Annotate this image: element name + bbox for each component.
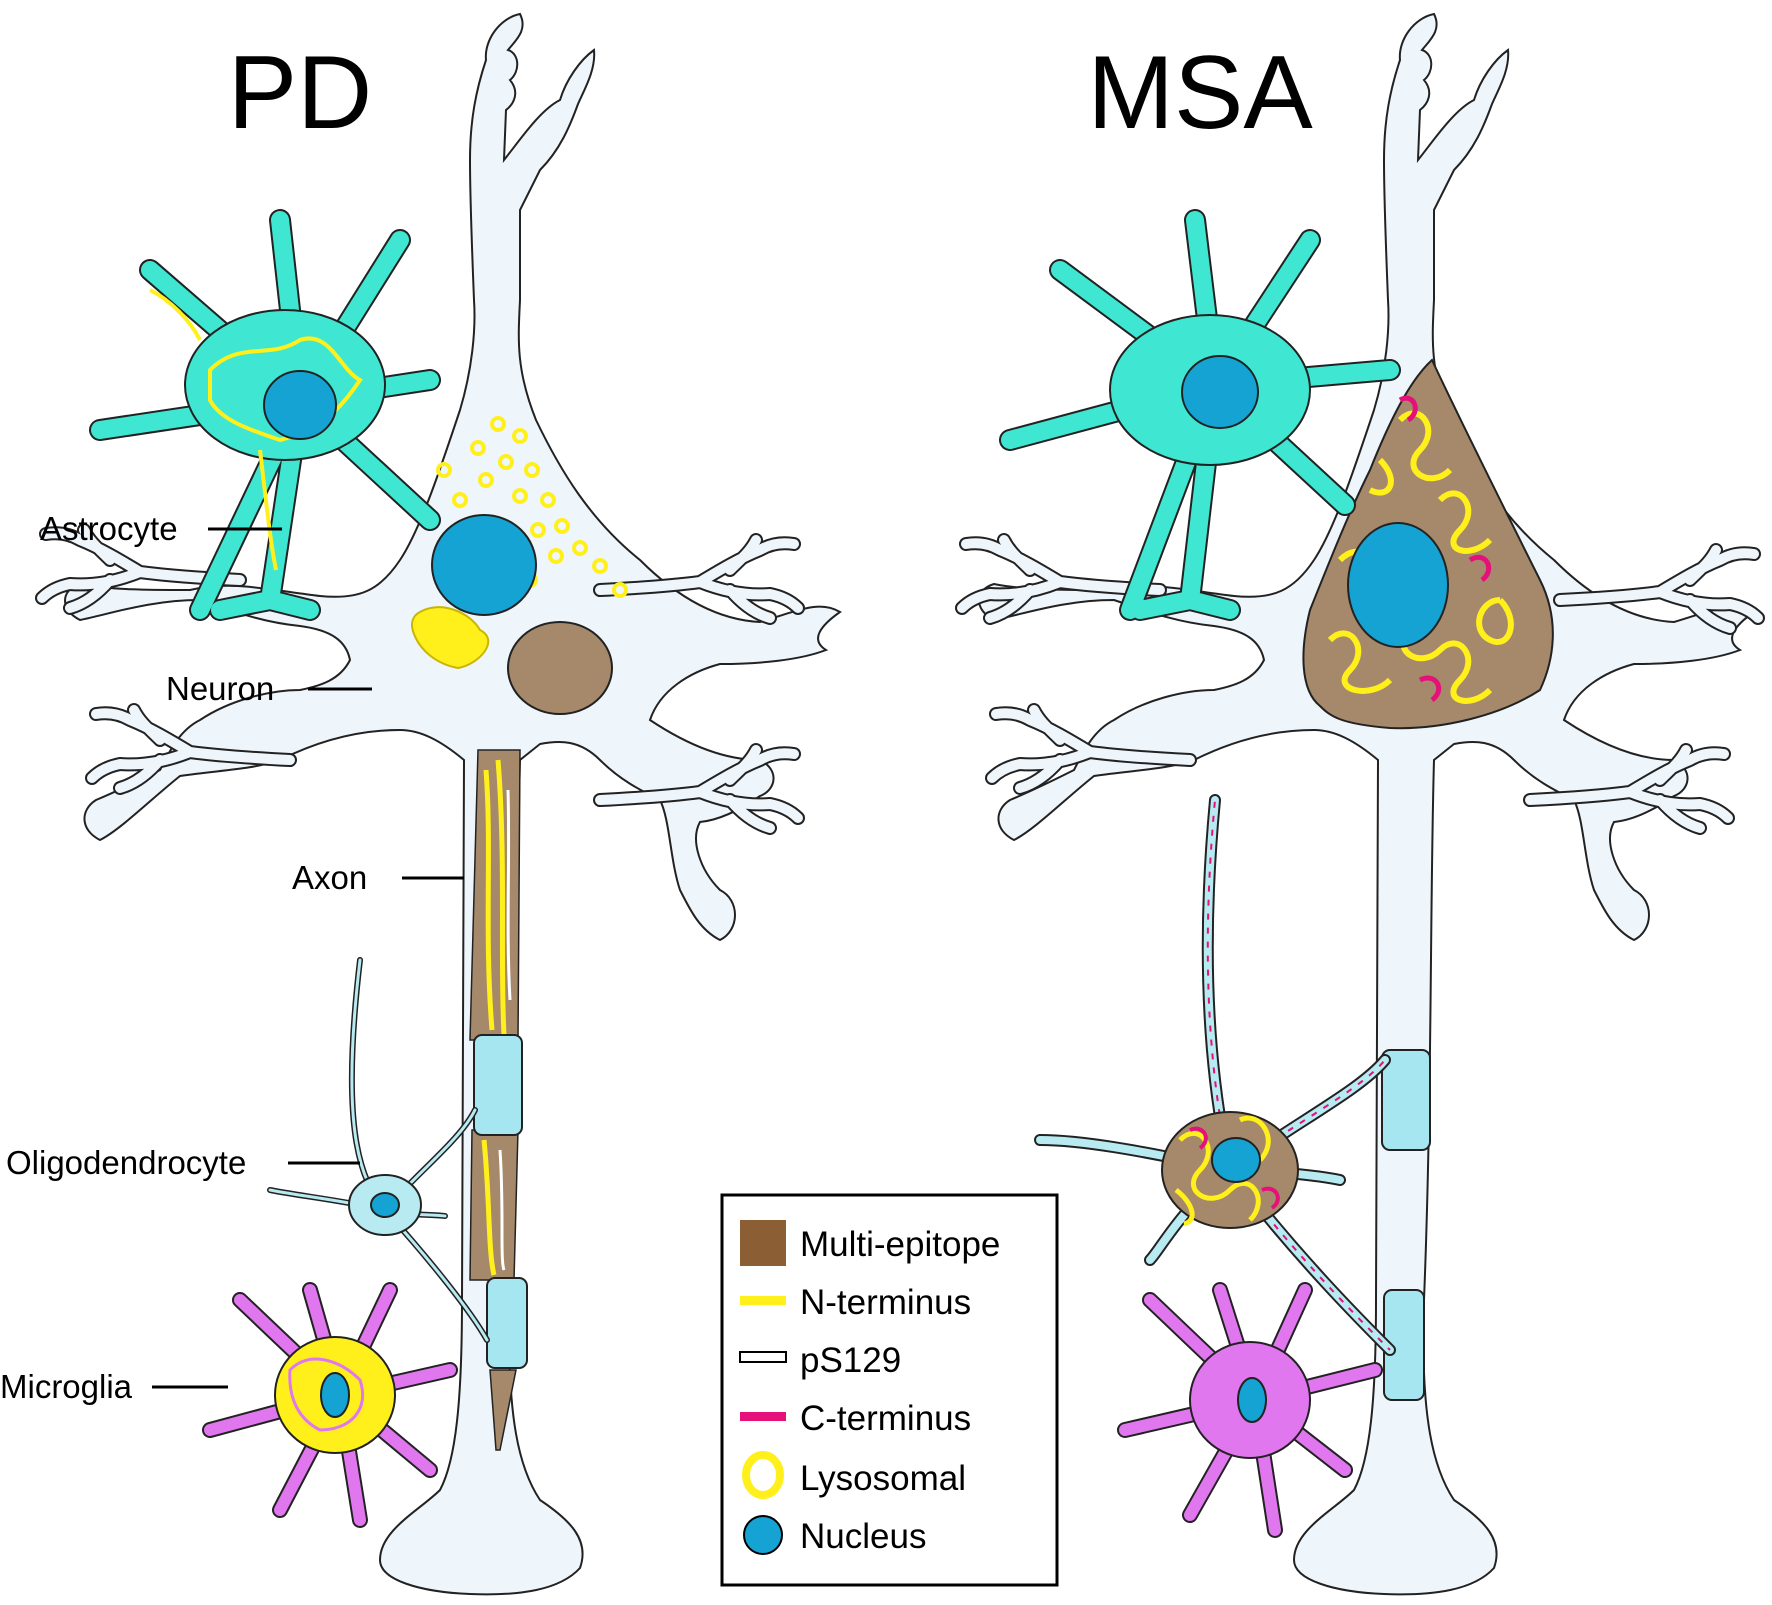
pd-labels: Astrocyte Neuron Axon Oligodendrocyte Mi… (0, 510, 464, 1405)
legend-label-n-terminus: N-terminus (800, 1283, 971, 1322)
pd-title: PD (228, 35, 372, 151)
pd-oligodendrocyte-nucleus (370, 1192, 400, 1218)
msa-neuron (962, 12, 1758, 1596)
pd-axon-ps129 (498, 789, 512, 1271)
pd-myelin-sheath-upper (473, 1034, 523, 1136)
pd-oligodendrocyte (267, 957, 490, 1343)
legend-label-ps129: pS129 (800, 1341, 901, 1380)
msa-astrocyte-nucleus (1181, 355, 1259, 429)
msa-microglia-nucleus (1237, 1377, 1267, 1423)
yellow-ring-swatch (742, 1451, 784, 1499)
legend: Multi-epitope N-terminus pS129 C-terminu… (720, 1193, 1059, 1587)
label-oligodendrocyte: Oligodendrocyte (6, 1144, 246, 1181)
pd-axon-aggregate (469, 749, 521, 1041)
label-axon: Axon (292, 859, 367, 896)
msa-neuron-body (978, 12, 1756, 1596)
msa-title: MSA (1087, 35, 1313, 151)
pd-lewy-body (507, 621, 613, 715)
pd-astrocyte-nucleus (263, 370, 337, 440)
brown-square-swatch (740, 1220, 786, 1266)
label-neuron: Neuron (166, 670, 274, 707)
pd-astrocyte-n-terminus (149, 288, 363, 571)
pd-panel: PD (0, 12, 842, 1596)
pd-microglia (202, 1282, 458, 1528)
msa-myelin-sheath-upper (1381, 1049, 1431, 1151)
msa-microglia (1117, 1282, 1383, 1538)
msa-panel: MSA (962, 12, 1758, 1596)
pd-microglia-nucleus (320, 1372, 350, 1418)
pd-perinuclear-aggregate (411, 606, 490, 670)
legend-label-lysosomal: Lysosomal (800, 1459, 966, 1498)
legend-label-c-terminus: C-terminus (800, 1399, 971, 1438)
yellow-line-swatch (740, 1296, 786, 1305)
msa-oligodendrocyte-nucleus (1211, 1137, 1261, 1183)
label-microglia: Microglia (0, 1368, 133, 1405)
pd-axon-n-terminus (481, 759, 507, 1276)
blue-circle-swatch (743, 1515, 783, 1555)
pd-lysosomal-rings (436, 416, 628, 598)
white-line-swatch (739, 1351, 787, 1363)
pd-astrocyte (89, 209, 441, 621)
legend-label-multi-epitope: Multi-epitope (800, 1225, 1000, 1264)
pd-neuron-nucleus (431, 514, 537, 616)
pd-neuron (42, 12, 842, 1596)
msa-neuron-nucleus (1347, 522, 1449, 648)
pd-neuron-body (64, 12, 842, 1596)
msa-oligodendrocyte (1034, 794, 1396, 1356)
label-astrocyte: Astrocyte (40, 510, 178, 547)
pd-axon-aggregate-bottom (489, 1369, 517, 1451)
legend-label-nucleus: Nucleus (800, 1517, 926, 1556)
magenta-line-swatch (740, 1412, 786, 1421)
msa-astrocyte (999, 209, 1401, 621)
pd-myelin-sheath-lower (486, 1277, 528, 1369)
pd-axon-aggregate-lower (469, 1129, 519, 1281)
